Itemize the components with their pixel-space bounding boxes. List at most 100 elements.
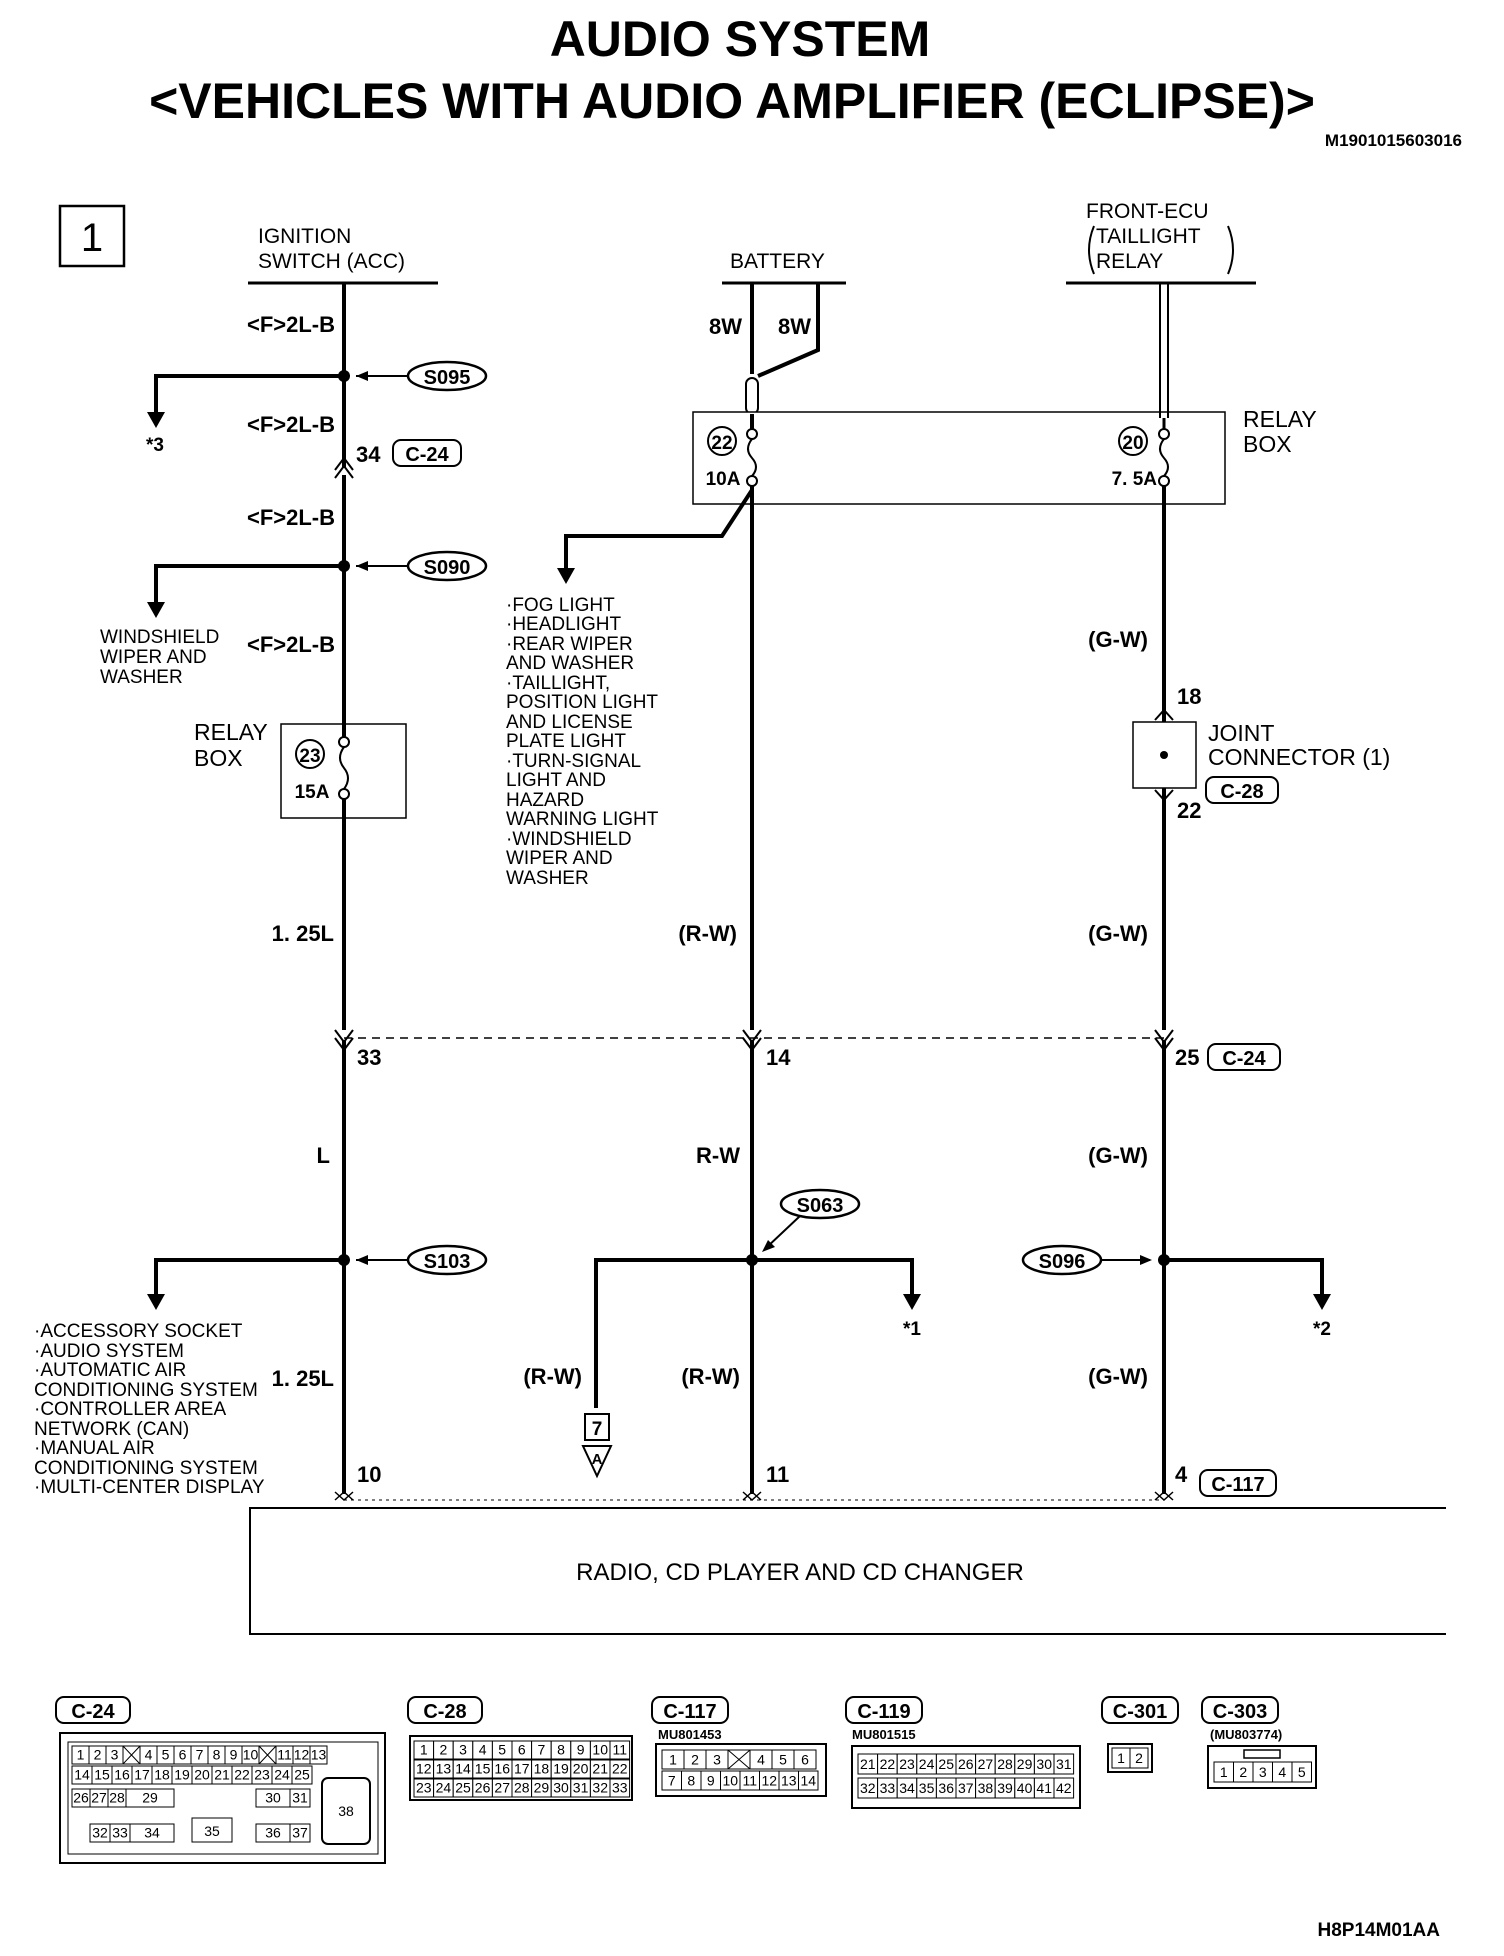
c24-tag-2 bbox=[1207, 1043, 1281, 1071]
wiper-branch-1: WINDSHIELD bbox=[100, 627, 219, 648]
svg-text:C-303: C-303 bbox=[1213, 1701, 1267, 1723]
pin-10: 10 bbox=[357, 1462, 381, 1487]
fuse22-branch-12: WARNING LIGHT bbox=[506, 809, 659, 830]
wire-color-f2lb-3: <F>2L-B bbox=[247, 505, 335, 530]
fuse20-term-bottom bbox=[1158, 475, 1170, 487]
c119-pin-33: 33 bbox=[880, 1780, 896, 1796]
fuse23-term-top bbox=[338, 736, 350, 748]
c28-pin-5: 5 bbox=[498, 1742, 506, 1758]
fuse22-branch-4: AND WASHER bbox=[506, 653, 634, 674]
c24-cell bbox=[125, 1788, 175, 1808]
fuse22-branch-15: WASHER bbox=[506, 868, 589, 889]
wiper-branch-3: WASHER bbox=[100, 667, 183, 688]
svg-text:C-28: C-28 bbox=[423, 1701, 466, 1723]
wire-color-f2lb-4: <F>2L-B bbox=[247, 632, 335, 657]
c117-pin-7: 7 bbox=[668, 1772, 676, 1788]
fuse22-branch-1: ·FOG LIGHT bbox=[506, 595, 615, 616]
fuse22-branch-2: ·HEADLIGHT bbox=[506, 614, 621, 635]
c24-pin-26: 26 bbox=[73, 1790, 89, 1806]
c24-pin-32: 32 bbox=[92, 1825, 108, 1841]
c28-pin-28: 28 bbox=[514, 1780, 530, 1796]
title-line2: <VEHICLES WITH AUDIO AMPLIFIER (ECLIPSE)… bbox=[149, 73, 1315, 129]
fuse22-badge bbox=[707, 426, 737, 456]
svg-text:38: 38 bbox=[338, 1803, 354, 1819]
title-line1: AUDIO SYSTEM bbox=[550, 11, 931, 67]
c119-pin-24: 24 bbox=[919, 1756, 935, 1772]
c119-pin-38: 38 bbox=[978, 1780, 994, 1796]
s063-pointer bbox=[765, 1215, 801, 1249]
s103-branch-3: ·AUTOMATIC AIR bbox=[34, 1360, 186, 1381]
fuse23-badge bbox=[295, 739, 325, 769]
wire-color-rw-3: (R-W) bbox=[523, 1364, 582, 1389]
c24-pin-22: 22 bbox=[234, 1767, 250, 1783]
c303-pin-5: 5 bbox=[1298, 1764, 1306, 1780]
relay-box-top bbox=[692, 411, 1226, 505]
c28-pin-14: 14 bbox=[455, 1761, 471, 1777]
c117-pin-14: 14 bbox=[800, 1772, 816, 1788]
pin-11: 11 bbox=[766, 1462, 789, 1487]
wire-color-gw-2: (G-W) bbox=[1088, 921, 1148, 946]
ref-star3: *3 bbox=[146, 435, 164, 456]
c119-pin-31: 31 bbox=[1056, 1756, 1072, 1772]
fuse23-element bbox=[339, 746, 349, 790]
c28-pin-12: 12 bbox=[416, 1761, 432, 1777]
s103-branch-1: ·ACCESSORY SOCKET bbox=[34, 1321, 243, 1342]
c117-tag bbox=[1199, 1469, 1277, 1497]
wire-color-f2lb-2: <F>2L-B bbox=[247, 412, 335, 437]
c28-pin-30: 30 bbox=[553, 1780, 569, 1796]
c28-pin-31: 31 bbox=[573, 1780, 589, 1796]
c24-pin-1: 1 bbox=[77, 1747, 85, 1763]
fuse23-term-bottom bbox=[338, 788, 350, 800]
s103-pointer-head bbox=[356, 1255, 368, 1265]
c117-pin-11: 11 bbox=[742, 1772, 757, 1788]
fuse22-branch-6: POSITION LIGHT bbox=[506, 692, 658, 713]
front-ecu-label-3: RELAY bbox=[1096, 250, 1163, 273]
s103-branch-6: NETWORK (CAN) bbox=[34, 1419, 189, 1440]
c24-pin-34: 34 bbox=[144, 1825, 160, 1841]
s063-pointer-head bbox=[762, 1240, 775, 1252]
c28-pin-9: 9 bbox=[577, 1742, 585, 1758]
c28-pin-27: 27 bbox=[494, 1780, 510, 1796]
c28-pin-26: 26 bbox=[475, 1780, 491, 1796]
s090-badge bbox=[406, 550, 488, 582]
c119-pin-37: 37 bbox=[958, 1780, 974, 1796]
c119-pin-30: 30 bbox=[1036, 1756, 1052, 1772]
c24-pin-27: 27 bbox=[91, 1790, 107, 1806]
c301-cell bbox=[1129, 1747, 1149, 1769]
s090-pointer-head bbox=[356, 561, 368, 571]
c119-pin-36: 36 bbox=[938, 1780, 954, 1796]
s095-branch-arrow bbox=[147, 412, 165, 428]
ref-box-7-label: 7 bbox=[592, 1419, 603, 1440]
c117-cell bbox=[798, 1770, 819, 1791]
fuse20-element bbox=[1159, 438, 1169, 477]
c24-pin-4: 4 bbox=[145, 1747, 153, 1763]
c24-pin-6: 6 bbox=[179, 1747, 187, 1763]
c119-pin-22: 22 bbox=[880, 1756, 896, 1772]
fuse22-branch bbox=[564, 488, 754, 570]
pin34-marker bbox=[334, 456, 354, 479]
c24-pin-21: 21 bbox=[214, 1767, 230, 1783]
fuse22-branch-9: ·TURN-SIGNAL bbox=[506, 751, 641, 772]
c28-pin-7: 7 bbox=[538, 1742, 546, 1758]
c117-pin-10: 10 bbox=[722, 1772, 738, 1788]
pin33-marker bbox=[334, 1029, 354, 1052]
fuse22-amp: 10A bbox=[706, 469, 741, 490]
s103-branch bbox=[154, 1258, 344, 1296]
c28-pin-10: 10 bbox=[592, 1742, 608, 1758]
s063-label: S063 bbox=[797, 1195, 844, 1217]
wire-color-8w-1: 8W bbox=[709, 314, 742, 339]
fuse20-number: 20 bbox=[1122, 433, 1143, 454]
c24-pin-2: 2 bbox=[94, 1747, 102, 1763]
wire-color-f2lb-1: <F>2L-B bbox=[247, 312, 335, 337]
radio-box-label: RADIO, CD PLAYER AND CD CHANGER bbox=[576, 1559, 1024, 1586]
relay-box-left-label-2: BOX bbox=[194, 745, 243, 771]
s096-branch-arrow bbox=[1313, 1294, 1331, 1310]
wire-color-8w-2: 8W bbox=[778, 314, 811, 339]
page-number-box bbox=[58, 204, 126, 268]
s103-label: S103 bbox=[424, 1251, 471, 1273]
s063-branch-right bbox=[752, 1258, 914, 1296]
s095-branch bbox=[154, 374, 344, 414]
c28-pin-23: 23 bbox=[416, 1780, 432, 1796]
